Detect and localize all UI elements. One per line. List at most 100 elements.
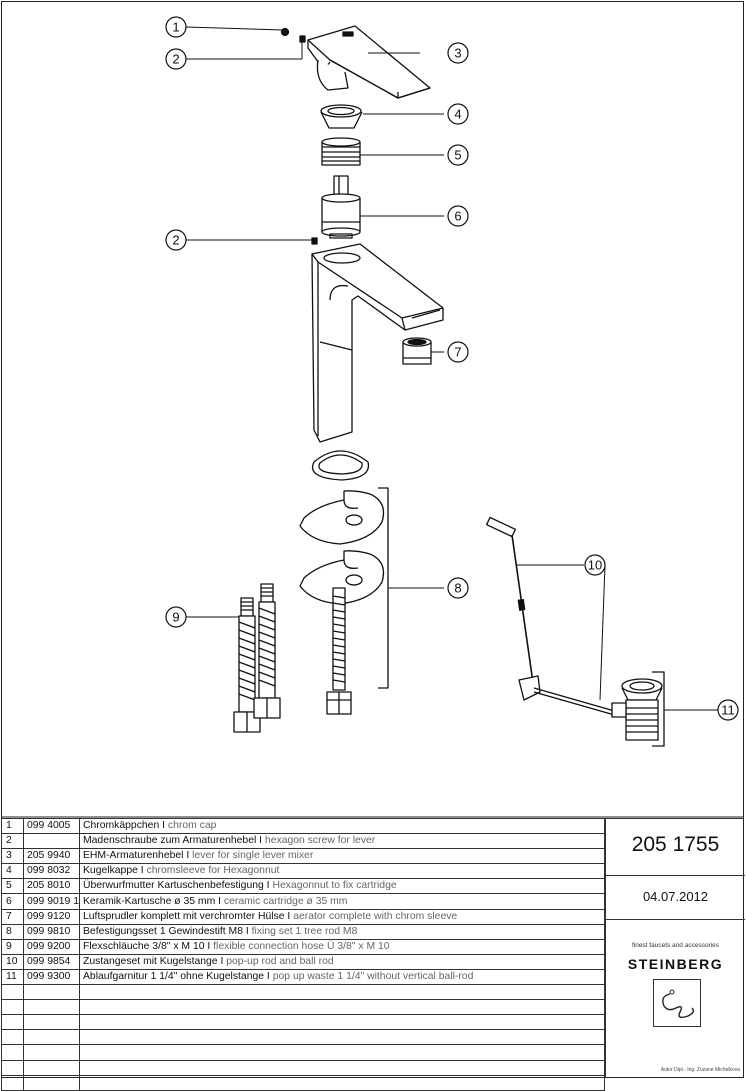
- description-cell: [79, 1044, 605, 1061]
- position-number: 9: [1, 938, 24, 955]
- position-number: 8: [1, 923, 24, 940]
- callout-5: 5: [447, 144, 469, 166]
- svg-text:1: 1: [172, 20, 179, 35]
- position-number: [1, 1044, 24, 1061]
- description-english: flexible connection hose Ü 3/8" x M 10: [213, 940, 390, 952]
- description-cell: [79, 1014, 605, 1031]
- description-cell: Luftsprudler komplett mit verchromter Hü…: [79, 908, 605, 925]
- callout-group: 1 2 3 4 5 6 2 7 8 9 10 11: [165, 16, 739, 721]
- article-number-cell: [23, 1059, 80, 1076]
- description-english: fixing set 1 tree rod M8: [251, 925, 358, 937]
- table-row: [1, 1074, 605, 1091]
- description-cell: Kugelkappe I chromsleeve for Hexagonnut: [79, 863, 605, 880]
- pop-up-waste-part: [611, 671, 665, 747]
- callout-1: 1: [165, 16, 187, 38]
- callout-4: 4: [447, 103, 469, 125]
- svg-text:2: 2: [172, 233, 179, 248]
- description-german: EHM-Armaturenhebel I: [83, 850, 190, 862]
- description-german: Befestigungsset 1 Gewindestift M8 I: [83, 925, 249, 937]
- description-cell: Ablaufgarnitur 1 1/4" ohne Kugelstange I…: [79, 968, 605, 986]
- svg-text:10: 10: [588, 558, 602, 573]
- table-row: [1, 1029, 605, 1046]
- position-number: 10: [1, 953, 24, 970]
- table-row: [1, 1044, 605, 1061]
- title-block: 205 1755 04.07.2012 finest faucets and a…: [605, 818, 745, 1078]
- description-cell: Keramik-Kartusche ø 35 mm I ceramic cart…: [79, 893, 605, 910]
- position-number: 6: [1, 893, 24, 910]
- description-english: ceramic cartridge ø 35 mm: [223, 895, 348, 907]
- position-number: 11: [1, 968, 24, 986]
- description-cell: Überwurfmutter Kartuschenbefestigung I H…: [79, 878, 605, 895]
- description-cell: [79, 984, 605, 1001]
- faucet-body-part: [311, 243, 444, 443]
- svg-text:5: 5: [454, 148, 461, 163]
- description-cell: Chromkäppchen I chrom cap: [79, 817, 605, 835]
- article-number-cell: 205 8010: [23, 878, 80, 895]
- article-number-cell: 099 9019 1: [23, 893, 80, 910]
- article-number-cell: [23, 984, 80, 1001]
- flex-hoses-part: [233, 583, 281, 733]
- position-number: 7: [1, 908, 24, 925]
- article-number-cell: 099 9810: [23, 923, 80, 940]
- table-row: [1, 999, 605, 1016]
- table-row: [1, 984, 605, 1001]
- description-english: pop up waste 1 1/4" without vertical bal…: [272, 970, 474, 982]
- description-german: Chromkäppchen I: [83, 820, 166, 832]
- article-number-cell: 099 8032: [23, 863, 80, 880]
- article-number-cell: [23, 1029, 80, 1046]
- position-number: 2: [1, 833, 24, 850]
- base-gasket-part: [312, 450, 370, 481]
- description-english: chrom cap: [167, 820, 217, 832]
- brand-slogan: finest faucets and accessories: [631, 942, 720, 949]
- lever-part: [307, 25, 431, 99]
- description-english: Hexagonnut to fix cartridge: [272, 880, 397, 892]
- svg-text:9: 9: [172, 610, 179, 625]
- description-cell: Zustangeset mit Kugelstange I pop-up rod…: [79, 953, 605, 970]
- description-cell: Befestigungsset 1 Gewindestift M8 I fixi…: [79, 923, 605, 940]
- description-german: Überwurfmutter Kartuschenbefestigung I: [83, 880, 270, 892]
- aerator-part: [402, 337, 432, 365]
- callout-2: 2: [165, 48, 187, 70]
- description-cell: EHM-Armaturenhebel I lever for single le…: [79, 848, 605, 865]
- callout-2-lower: 2: [165, 229, 187, 251]
- article-number-cell: [23, 833, 80, 850]
- position-number: [1, 1074, 24, 1091]
- svg-text:2: 2: [172, 52, 179, 67]
- position-number: 5: [1, 878, 24, 895]
- brand-logo-icon: [653, 979, 701, 1027]
- description-cell: [79, 1074, 605, 1091]
- drawing-date: 04.07.2012: [642, 889, 709, 904]
- article-number-cell: [23, 1044, 80, 1061]
- article-number-cell: 099 9854: [23, 953, 80, 970]
- description-cell: [79, 1059, 605, 1076]
- leader-lines: [185, 26, 718, 711]
- position-number: 3: [1, 848, 24, 865]
- article-number-cell: 205 9940: [23, 848, 80, 865]
- svg-text:4: 4: [454, 107, 461, 122]
- article-number-cell: 099 9120: [23, 908, 80, 925]
- svg-text:7: 7: [454, 345, 461, 360]
- hexagon-nut-part: [321, 137, 361, 166]
- description-english: pop-up rod and ball rod: [226, 955, 334, 967]
- fixing-set-part: [299, 487, 389, 715]
- exploded-view-drawing: 1 2 3 4 5 6 2 7 8 9 10 11: [1, 16, 744, 818]
- callout-7: 7: [447, 341, 469, 363]
- description-english: chromsleeve for Hexagonnut: [146, 865, 280, 877]
- svg-text:6: 6: [454, 209, 461, 224]
- description-german: Kugelkappe I: [83, 865, 144, 877]
- description-english: lever for single lever mixer: [192, 850, 314, 862]
- description-cell: Flexschläuche 3/8" x M 10 I flexible con…: [79, 938, 605, 955]
- article-number-cell: 099 9300: [23, 968, 80, 986]
- article-number-cell: [23, 1014, 80, 1031]
- article-number-cell: 099 9200: [23, 938, 80, 955]
